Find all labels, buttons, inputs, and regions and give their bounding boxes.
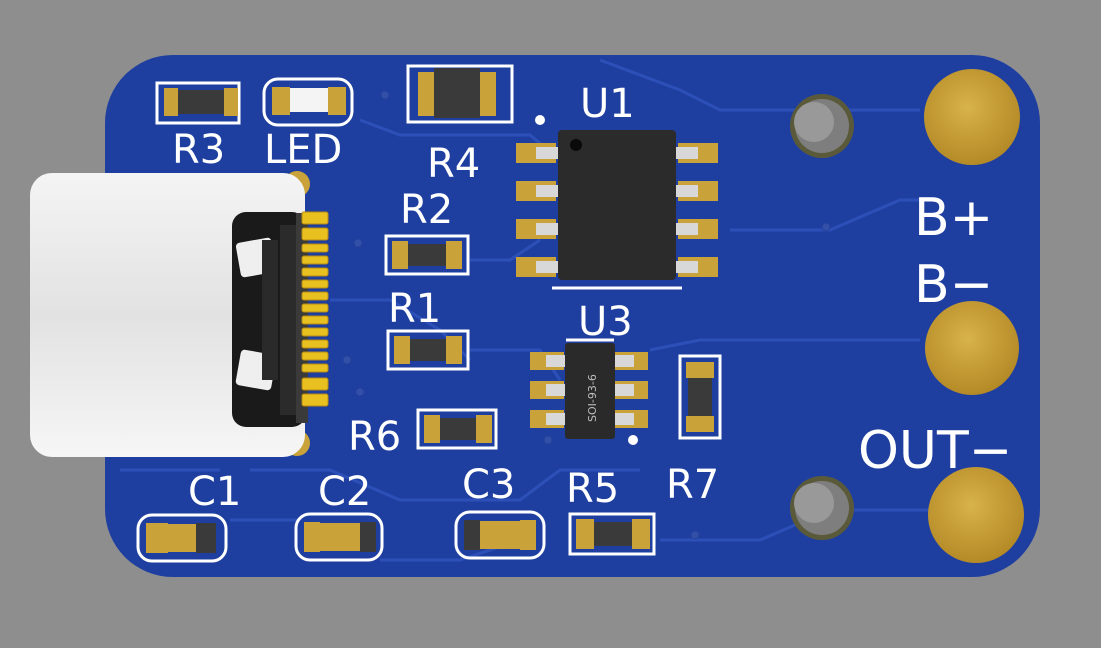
resistor-r6 bbox=[416, 408, 498, 450]
resistor-r1 bbox=[386, 329, 470, 371]
capacitor-c1 bbox=[136, 513, 228, 563]
label-r4: R4 bbox=[427, 141, 480, 187]
label-u1: U1 bbox=[580, 81, 635, 127]
resistor-r2 bbox=[384, 234, 470, 276]
label-b-plus: B+ bbox=[914, 188, 993, 248]
chip-u3 bbox=[530, 338, 648, 445]
usb-c-connector bbox=[30, 171, 310, 457]
mounting-hole-top bbox=[790, 94, 854, 158]
label-c1: C1 bbox=[188, 469, 241, 515]
usb-c-pins bbox=[301, 211, 329, 407]
label-out-minus: OUT− bbox=[858, 421, 1012, 481]
led-component bbox=[262, 77, 354, 127]
label-r5: R5 bbox=[566, 466, 619, 512]
label-c3: C3 bbox=[462, 462, 515, 508]
label-r7: R7 bbox=[666, 462, 719, 508]
label-u3: U3 bbox=[578, 299, 633, 345]
label-r3: R3 bbox=[172, 127, 225, 173]
capacitor-c2 bbox=[294, 512, 384, 562]
pad-b-minus bbox=[925, 301, 1019, 395]
pad-out-minus bbox=[928, 467, 1024, 563]
label-b-minus: B− bbox=[914, 255, 993, 315]
label-r2: R2 bbox=[400, 187, 453, 233]
label-r1: R1 bbox=[388, 286, 441, 332]
capacitor-c3 bbox=[454, 510, 546, 560]
mounting-hole-bottom bbox=[790, 476, 854, 540]
label-c2: C2 bbox=[318, 469, 371, 515]
u3-marking: SOI-93-6 bbox=[586, 374, 599, 422]
pcb-board bbox=[105, 55, 1040, 577]
vias bbox=[342, 90, 831, 540]
resistor-r3 bbox=[155, 81, 241, 125]
pad-b-plus bbox=[924, 69, 1020, 165]
chip-u1 bbox=[516, 115, 718, 290]
label-led: LED bbox=[264, 127, 342, 173]
label-r6: R6 bbox=[348, 414, 401, 460]
resistor-r4 bbox=[406, 64, 514, 124]
resistor-r5 bbox=[568, 512, 656, 556]
resistor-r7 bbox=[678, 354, 722, 440]
